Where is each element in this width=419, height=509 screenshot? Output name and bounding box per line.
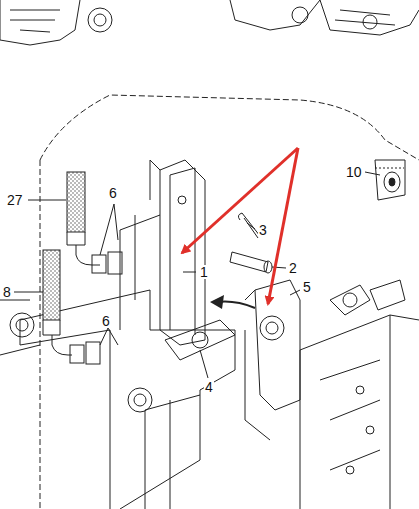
callout-number: 6	[101, 314, 111, 328]
pin	[230, 252, 268, 272]
frame	[0, 215, 419, 509]
bracket	[245, 280, 300, 440]
callout-number: 2	[288, 261, 298, 275]
hose	[43, 250, 60, 320]
cotter-pin	[238, 213, 260, 238]
hose	[67, 172, 85, 232]
callout-number: 4	[204, 380, 214, 394]
callout-number: 1	[199, 265, 209, 279]
callout-number: 6	[108, 186, 118, 200]
highlight-arrow	[268, 148, 298, 304]
callout-number: 5	[302, 280, 312, 294]
leader-line	[14, 172, 380, 378]
callout-number: 10	[345, 165, 363, 179]
callout-number: 8	[2, 285, 12, 299]
fitting	[375, 160, 405, 200]
callout-number: 27	[6, 193, 24, 207]
cylinder	[150, 160, 235, 360]
upper-assembly	[0, 0, 419, 45]
callout-number: 3	[258, 223, 268, 237]
